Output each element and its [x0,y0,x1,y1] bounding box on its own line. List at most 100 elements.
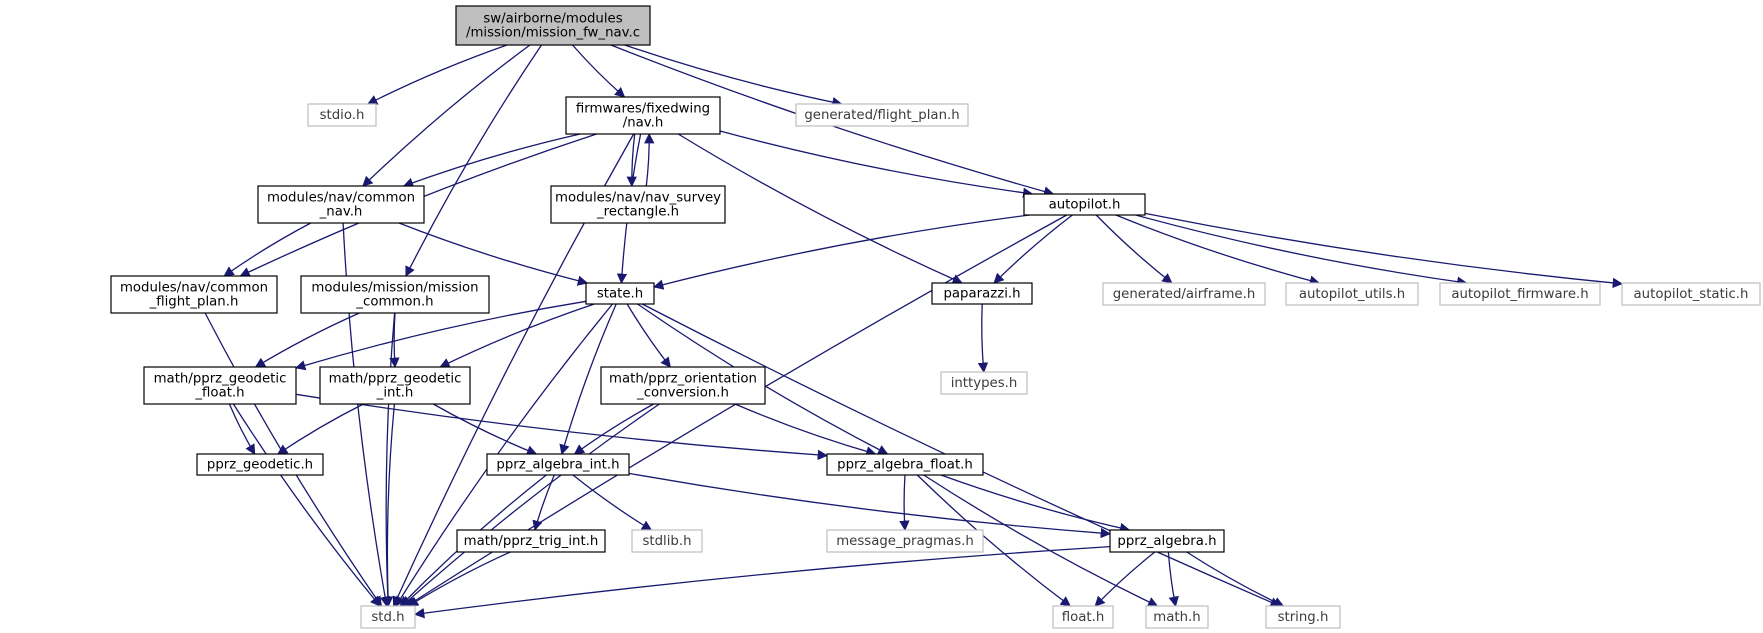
node-inttypes: inttypes.h [940,371,1028,395]
node-float-box [1052,605,1114,629]
node-fwnav[interactable]: firmwares/fixedwing/nav.h [565,96,721,135]
node-fwnav-label: /nav.h [623,115,664,130]
edge-algfloat-to-float [916,474,1072,607]
node-survey-label: _rectangle.h [596,204,679,219]
node-std: std.h [360,605,416,629]
node-genairframe-box [1102,282,1266,306]
edge-autopilot-to-state [652,214,1030,290]
node-algebra-label: pprz_algebra.h [1117,534,1216,549]
node-geofloat-box [143,366,297,405]
node-aputils-label: autopilot_utils.h [1299,287,1405,302]
node-root[interactable]: sw/airborne/modules/mission/mission_fw_n… [455,5,651,46]
node-root-label: /mission/mission_fw_nav.c [466,25,640,40]
edge-algint-to-stdlib [572,474,653,531]
edge-root-to-genfp [624,44,843,108]
edge-orient-to-algfloat [734,403,877,457]
node-float: float.h [1052,605,1114,629]
edge-root-to-fwnav [572,44,626,98]
edge-commonnav-to-std [342,222,391,608]
node-math-box [1145,605,1209,629]
node-algint[interactable]: pprz_algebra_int.h [486,453,630,476]
node-algfloat[interactable]: pprz_algebra_float.h [826,453,984,476]
node-genairframe-label: generated/airframe.h [1113,287,1256,302]
node-msgprag-label: message_pragmas.h [836,534,974,549]
node-paparazzi[interactable]: paparazzi.h [931,282,1033,305]
node-string: string.h [1265,605,1341,629]
edge-survey-to-fwnav [644,132,655,187]
edges-layer [204,44,1624,619]
node-string-box [1265,605,1341,629]
node-float-label: float.h [1062,610,1105,625]
node-genairframe: generated/airframe.h [1102,282,1266,306]
node-survey[interactable]: modules/nav/nav_survey_rectangle.h [550,185,726,224]
node-geoint[interactable]: math/pprz_geodetic_int.h [319,366,471,405]
node-algint-box [486,453,630,476]
node-root-box [455,5,651,46]
node-geodetic-box [196,453,324,476]
edge-fwnav-to-autopilot [719,130,1034,198]
node-apfirmware-label: autopilot_firmware.h [1451,287,1588,302]
edge-geofloat-to-algfloat [295,393,829,461]
edge-state-to-geofloat [295,300,587,371]
node-algebra-box [1109,529,1225,553]
node-genfp-label: generated/flight_plan.h [804,108,959,123]
edge-missioncommon-to-geofloat [254,312,360,368]
node-commonfp[interactable]: modules/nav/common_flight_plan.h [110,275,278,314]
node-math: math.h [1145,605,1209,629]
edge-orient-to-std [401,403,660,607]
edge-fwnav-to-paparazzi [677,133,963,284]
edge-algebra-to-string [1186,551,1285,607]
edge-state-to-orient [626,303,671,368]
edge-fwnav-to-commonnav [402,133,581,188]
node-missioncommon-label: modules/mission/mission [311,280,478,295]
node-autopilot[interactable]: autopilot.h [1023,193,1146,216]
node-apfirmware-box [1439,282,1601,306]
node-trigint-label: math/pprz_trig_int.h [464,534,599,549]
node-stdlib-label: stdlib.h [642,534,691,549]
node-algfloat-box [826,453,984,476]
edge-algfloat-to-math [923,474,1159,607]
edge-autopilot-to-apfirmware [1135,214,1468,287]
edge-geoint-to-geodetic [277,403,364,455]
node-stdio-box [307,103,377,127]
node-apstatic: autopilot_static.h [1621,282,1761,306]
node-stdlib: stdlib.h [631,529,703,553]
node-stdlib-box [631,529,703,553]
node-apfirmware: autopilot_firmware.h [1439,282,1601,306]
nodes-layer: sw/airborne/modules/mission/mission_fw_n… [110,5,1761,629]
node-stdio: stdio.h [307,103,377,127]
edge-state-to-std [395,303,614,607]
edge-algfloat-to-algebra [940,474,1131,534]
node-state[interactable]: state.h [585,282,655,305]
node-aputils: autopilot_utils.h [1285,282,1419,306]
node-root-label: sw/airborne/modules [483,11,622,26]
node-survey-box [550,185,726,224]
edge-root-to-stdio [366,44,508,105]
node-algebra[interactable]: pprz_algebra.h [1109,529,1225,553]
node-survey-label: modules/nav/nav_survey [555,190,721,205]
edge-algebra-to-float [1094,551,1156,607]
node-algint-label: pprz_algebra_int.h [496,457,619,472]
node-orient[interactable]: math/pprz_orientation_conversion.h [600,366,766,405]
node-geoint-label: _int.h [376,385,414,400]
node-geofloat[interactable]: math/pprz_geodetic_float.h [143,366,297,405]
node-trigint-box [456,529,606,553]
node-commonnav-label: _nav.h [319,204,363,219]
edge-state-to-geoint [439,303,595,368]
node-missioncommon[interactable]: modules/mission/mission_common.h [300,275,490,314]
node-geodetic[interactable]: pprz_geodetic.h [196,453,324,476]
edge-paparazzi-to-inttypes [977,303,989,374]
edge-geofloat-to-std [232,403,381,607]
edge-autopilot-to-apstatic [1144,212,1624,289]
node-commonfp-label: modules/nav/common [120,280,268,295]
node-string-label: string.h [1278,610,1329,625]
node-autopilot-label: autopilot.h [1049,197,1121,212]
node-orient-label: _conversion.h [636,385,729,400]
node-inttypes-label: inttypes.h [951,376,1018,391]
node-state-label: state.h [597,286,643,301]
edge-trigint-to-std [407,551,511,607]
edge-orient-to-algint [573,403,655,455]
node-trigint[interactable]: math/pprz_trig_int.h [456,529,606,553]
node-commonnav[interactable]: modules/nav/common_nav.h [257,185,425,224]
